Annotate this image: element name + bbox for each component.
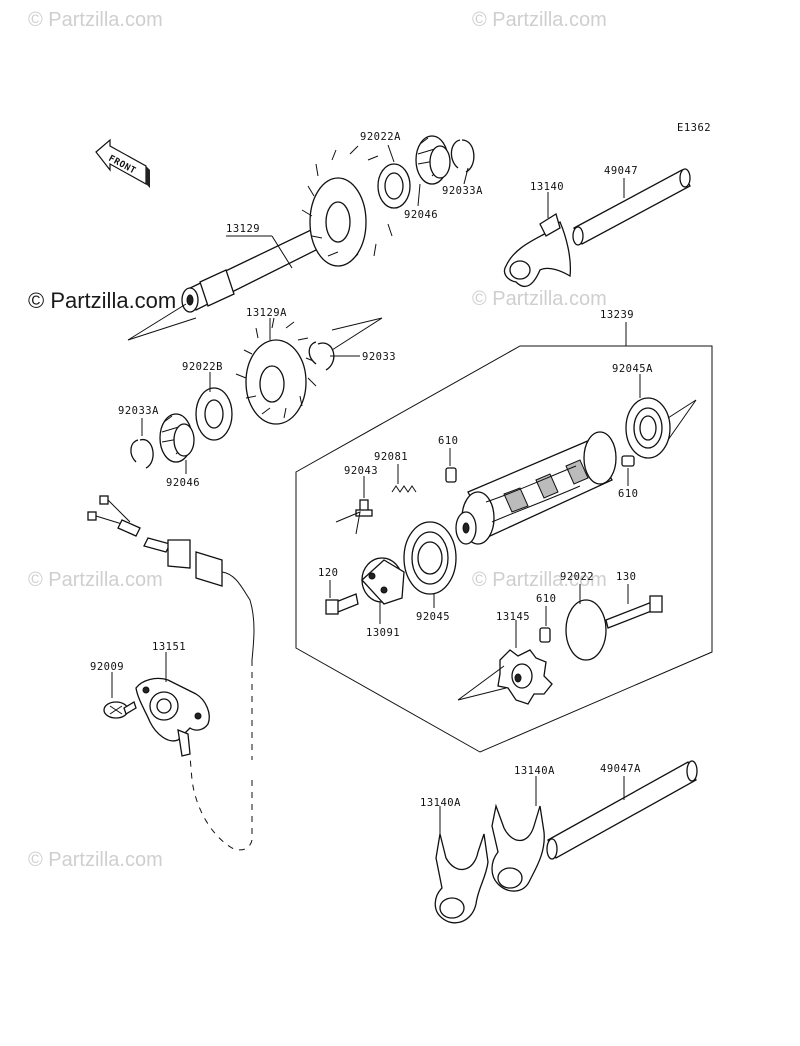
washer-92022A (377, 163, 411, 209)
label-92022A: 92022A (360, 131, 401, 143)
pin-92043 (355, 499, 373, 517)
pin-610-a (445, 467, 457, 483)
diagram-code: E1362 (677, 122, 711, 134)
label-13140: 13140 (530, 181, 564, 193)
bearing-92046-top (415, 135, 451, 185)
shift-drum (455, 431, 617, 545)
label-610-b: 610 (618, 488, 638, 500)
bolt-120 (325, 593, 359, 615)
circlip-92033A-left (130, 439, 154, 469)
neutral-switch-13151 (135, 677, 210, 757)
washer-92022 (565, 599, 607, 661)
label-13145: 13145 (496, 611, 530, 623)
watermark-primary: © Partzilla.com (28, 288, 176, 313)
bolt-130 (605, 595, 663, 629)
watermark: © Partzilla.com (472, 9, 607, 31)
shift-fork-13140 (503, 212, 572, 287)
bearing-92045 (403, 521, 457, 595)
circlip-92033 (308, 341, 335, 371)
label-92009: 92009 (90, 661, 124, 673)
connector-wires (87, 495, 255, 851)
label-92033A-top: 92033A (442, 185, 483, 197)
shift-rod-49047 (572, 168, 691, 246)
label-92081: 92081 (374, 451, 408, 463)
circlip-92033A-top (450, 139, 475, 173)
watermark: © Partzilla.com (28, 9, 163, 31)
gear-13129A (235, 317, 317, 425)
label-13129: 13129 (226, 223, 260, 235)
label-49047A: 49047A (600, 763, 641, 775)
screw-92009 (103, 701, 137, 719)
pin-610-b (621, 455, 635, 467)
label-92033: 92033 (362, 351, 396, 363)
watermark: © Partzilla.com (472, 569, 607, 591)
watermark: © Partzilla.com (28, 849, 163, 871)
label-13129A: 13129A (246, 307, 287, 319)
label-13151: 13151 (152, 641, 186, 653)
label-49047: 49047 (604, 165, 638, 177)
label-92046-top: 92046 (404, 209, 438, 221)
assembly-frame-13239 (295, 345, 713, 753)
label-130: 130 (616, 571, 636, 583)
label-92022B: 92022B (182, 361, 223, 373)
label-13140A-left: 13140A (420, 797, 461, 809)
shift-fork-13140A-left (434, 833, 489, 924)
spring-92081 (391, 485, 417, 493)
label-92033A-left: 92033A (118, 405, 159, 417)
shift-rod-49047A (546, 760, 698, 860)
watermark: © Partzilla.com (472, 288, 607, 310)
label-120: 120 (318, 567, 338, 579)
label-13091: 13091 (366, 627, 400, 639)
label-610-a: 610 (438, 435, 458, 447)
watermark: © Partzilla.com (28, 569, 163, 591)
label-92043: 92043 (344, 465, 378, 477)
pin-610-c (539, 627, 551, 643)
label-13140A-right: 13140A (514, 765, 555, 777)
label-92045: 92045 (416, 611, 450, 623)
washer-92022B (195, 387, 233, 441)
label-13239: 13239 (600, 309, 634, 321)
label-92022: 92022 (560, 571, 594, 583)
label-92046-left: 92046 (166, 477, 200, 489)
label-610-c: 610 (536, 593, 556, 605)
shift-fork-13140A-right (491, 803, 545, 892)
watermarks: © Partzilla.com © Partzilla.com © Partzi… (28, 9, 607, 871)
bearing-92046-left (159, 413, 195, 463)
bearing-92045A (625, 397, 671, 459)
cam-13145 (497, 649, 553, 705)
label-92045A: 92045A (612, 363, 653, 375)
holder-13091 (361, 557, 405, 605)
front-arrow-icon: FRONT (95, 138, 150, 188)
shift-shaft-13129 (127, 145, 399, 341)
